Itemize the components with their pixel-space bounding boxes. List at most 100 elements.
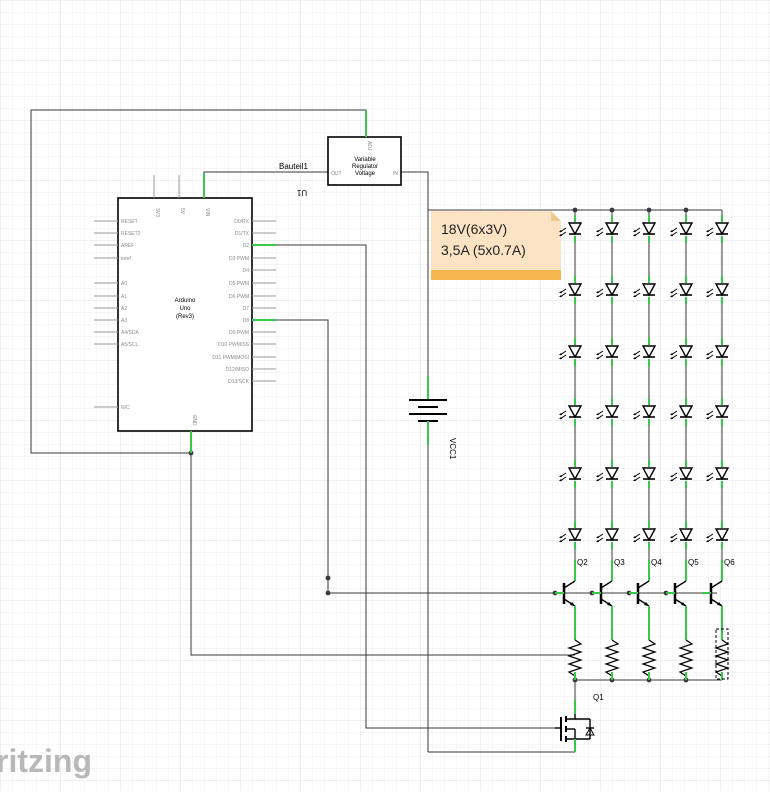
regulator-line1: Variable	[354, 157, 376, 163]
regulator-pin-out: OUT	[331, 171, 342, 177]
pin-right-10: D10 PWM/SS	[218, 342, 250, 348]
led[interactable]	[596, 276, 620, 304]
led[interactable]	[596, 338, 620, 366]
transistor-q5[interactable]: Q5	[666, 558, 699, 628]
battery[interactable]: VCC1	[409, 376, 457, 460]
led[interactable]	[706, 276, 730, 304]
led-matrix	[559, 210, 730, 560]
regulator-pin-adj: ADJ	[366, 141, 372, 151]
pin-3v3: 3V3	[154, 208, 160, 217]
regulator-part-label: Bauteil1	[279, 162, 308, 171]
led[interactable]	[559, 460, 583, 488]
transistor-label: Q5	[688, 558, 699, 567]
led[interactable]	[670, 460, 694, 488]
note-box[interactable]: 18V(6x3V) 3,5A (5x0.7A)	[431, 211, 561, 280]
led[interactable]	[596, 521, 620, 549]
pin-gnd: GND	[191, 414, 197, 426]
led[interactable]	[559, 276, 583, 304]
led[interactable]	[633, 276, 657, 304]
pin-right-12: D12/MISO	[226, 367, 249, 373]
pin-left-3: ioref	[121, 256, 131, 262]
pin-5v: 5V	[179, 208, 185, 215]
mosfet-label: Q1	[593, 693, 604, 702]
transistor-label: Q4	[651, 558, 662, 567]
led[interactable]	[596, 460, 620, 488]
pin-right-4: D4	[243, 268, 250, 274]
led[interactable]	[559, 521, 583, 549]
regulator-line3: Voltage	[355, 171, 376, 177]
led[interactable]	[670, 215, 694, 243]
led[interactable]	[670, 338, 694, 366]
regulator-pin-in: IN	[393, 171, 398, 177]
led[interactable]	[633, 398, 657, 426]
led[interactable]	[706, 521, 730, 549]
led[interactable]	[596, 215, 620, 243]
resistor[interactable]	[714, 628, 730, 680]
pin-right-1: D1/TX	[235, 231, 250, 237]
led[interactable]	[670, 398, 694, 426]
regulator-ref: U1	[296, 188, 307, 197]
resistor[interactable]	[641, 628, 657, 680]
pin-right-5: D5 PWM	[229, 281, 249, 287]
note-line2: 3,5A (5x0.7A)	[441, 242, 526, 258]
pin-left-5: A1	[121, 294, 127, 300]
pin-right-11: D11 PWM/MOSI	[212, 355, 249, 361]
pin-right-9: D9 PWM	[229, 330, 249, 336]
pin-right-6: D6 PWM	[229, 294, 249, 300]
pin-vin: VIN	[204, 208, 210, 217]
led[interactable]	[706, 338, 730, 366]
arduino-name-line2: Uno	[179, 306, 191, 312]
pin-left-6: A2	[121, 306, 127, 312]
pin-right-2: D2	[243, 243, 250, 249]
led[interactable]	[633, 338, 657, 366]
led[interactable]	[633, 215, 657, 243]
led[interactable]	[633, 460, 657, 488]
pin-left-8: A4/SDA	[121, 330, 139, 336]
arduino-uno[interactable]: 3V3 5V VIN RESETRESET2AREFiorefA0A1A2A3A…	[94, 173, 276, 453]
transistor-label: Q3	[614, 558, 625, 567]
arduino-name-line3: (Rev3)	[176, 314, 194, 320]
resistor[interactable]	[567, 628, 583, 680]
fritzing-logo: ritzing	[0, 743, 92, 779]
led[interactable]	[596, 398, 620, 426]
led[interactable]	[559, 338, 583, 366]
pin-left-4: A0	[121, 281, 127, 287]
voltage-regulator[interactable]: Variable Regulator Voltage OUT IN ADJ Ba…	[279, 110, 402, 197]
transistor-q4[interactable]: Q4	[629, 558, 662, 628]
transistor-row: Q2 Q3 Q4 Q5 Q6	[555, 558, 735, 628]
transistor-label: Q2	[577, 558, 588, 567]
pin-right-13: D13/SCK	[228, 379, 250, 385]
transistor-q2[interactable]: Q2	[555, 558, 588, 628]
resistor-row	[567, 628, 730, 680]
led[interactable]	[706, 460, 730, 488]
transistor-label: Q6	[724, 558, 735, 567]
transistor-q6[interactable]: Q6	[702, 558, 735, 628]
note-line1: 18V(6x3V)	[441, 221, 507, 237]
pin-right-7: D7	[243, 306, 250, 312]
pin-left-9: A5/SCL	[121, 342, 138, 348]
pin-left-10: N/C	[121, 405, 130, 411]
transistor-q3[interactable]: Q3	[592, 558, 625, 628]
pin-left-7: A3	[121, 318, 127, 324]
arduino-name-line1: Arduino	[175, 298, 196, 304]
led[interactable]	[670, 276, 694, 304]
pin-right-3: D3 PWM	[229, 256, 249, 262]
battery-label: VCC1	[448, 438, 457, 460]
pin-left-2: AREF	[121, 243, 134, 249]
pin-left-1: RESET2	[121, 231, 141, 237]
pin-right-0: D0/RX	[234, 219, 249, 225]
pin-right-8: D8	[243, 318, 250, 324]
led[interactable]	[559, 215, 583, 243]
led[interactable]	[706, 215, 730, 243]
resistor[interactable]	[604, 628, 620, 680]
resistor[interactable]	[678, 628, 694, 680]
led[interactable]	[559, 398, 583, 426]
regulator-line2: Regulator	[352, 164, 378, 170]
led[interactable]	[633, 521, 657, 549]
led[interactable]	[670, 521, 694, 549]
led[interactable]	[706, 398, 730, 426]
pin-left-0: RESET	[121, 219, 138, 225]
mosfet-q1[interactable]: Q1	[555, 693, 604, 752]
